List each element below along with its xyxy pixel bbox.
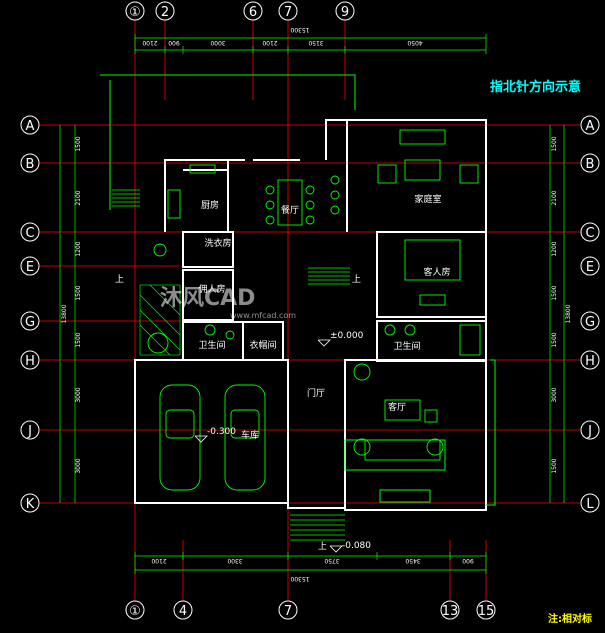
watermark-url: www.mfcad.com [230,311,296,320]
right-dim-6: 3000 [551,387,558,402]
dimension-lines [59,34,565,574]
axis-right-A: A [586,119,595,134]
right-dim-5: 1500 [551,332,558,347]
left-dim-6: 3000 [75,387,82,402]
bottom-dim-3: 3750 [324,557,339,564]
right-total-dim: 13800 [565,304,572,323]
axis-left-J: J [27,424,32,439]
stair-label-left: 上 [115,274,124,285]
axis-left-G: G [25,315,35,330]
room-garage: 车库 [241,429,259,441]
top-dim-1: 2100 [142,39,157,46]
level-entry: -0.080 [342,541,371,551]
axis-top-2: 2 [161,5,169,20]
room-maid: 佣人房 [198,283,225,295]
room-laundry: 洗衣房 [204,237,231,249]
stair-label-center: 上 [352,274,361,285]
level-garage: -0.300 [207,427,236,437]
left-dim-2: 2100 [75,190,82,205]
bottom-total-dim: 15300 [290,575,309,582]
dimension-text-group: 15300 2100 900 3000 2100 3150 4050 15300… [61,26,572,582]
left-dim-1: 1500 [75,136,82,151]
axis-right-H: H [585,354,595,369]
axis-top-4: 7 [284,5,292,20]
room-cloakroom: 衣帽间 [249,339,276,351]
axis-left-C: C [25,226,34,241]
top-dim-4: 2100 [262,39,277,46]
axis-bubbles [20,1,600,620]
room-living: 客厅 [388,401,406,413]
walls [134,119,487,511]
top-dim-5: 3150 [308,39,323,46]
axis-bottom-2: 4 [179,604,187,619]
axis-right-J: J [587,424,592,439]
right-dim-4: 1500 [551,285,558,300]
left-dim-7: 3000 [75,458,82,473]
car-right [224,384,266,491]
room-foyer: 门厅 [307,387,325,399]
left-total-dim: 13800 [61,304,68,323]
axis-left-A: A [26,119,35,134]
axis-grid [40,20,580,600]
bottom-dim-2: 3300 [227,557,242,564]
bottom-dim-4: 3450 [405,557,420,564]
axis-left-E: E [26,260,34,275]
room-bathroom-left: 卫生间 [198,339,225,351]
watermark-brand: 沐风CAD [160,286,255,311]
furniture [147,129,481,491]
axis-bottom-3: 7 [284,604,292,619]
axis-bottom-4: 13 [442,604,459,619]
stairs [112,189,350,541]
room-labels: 厨房 餐厅 家庭室 洗衣房 客人房 佣人房 卫生间 衣帽间 卫生间 门厅 客厅 … [115,193,451,552]
room-family: 家庭室 [414,193,441,205]
axis-bottom-5: 15 [478,604,495,619]
bottom-dim-5: 900 [462,557,474,564]
room-bathroom-right: 卫生间 [393,340,420,352]
axis-right-B: B [586,157,595,172]
right-dim-1: 1500 [551,136,558,151]
room-kitchen: 厨房 [201,199,219,211]
axis-left-H: H [25,354,35,369]
bottom-dim-1: 2100 [151,557,166,564]
level-main: ±0.000 [330,331,364,341]
room-dining: 餐厅 [281,204,299,216]
right-dim-3: 1200 [551,241,558,256]
axis-right-G: G [585,315,595,330]
level-markers [194,339,343,553]
car-left [159,384,201,491]
page-title: 指北针方向示意 [490,79,581,95]
room-guest: 客人房 [423,266,450,278]
axis-right-L: L [586,497,594,512]
axis-right-C: C [585,226,594,241]
top-dim-6: 4050 [407,39,422,46]
left-dim-4: 1500 [75,285,82,300]
footer-note: 注:相对标 [548,612,592,625]
left-dim-5: 1500 [75,332,82,347]
axis-right-E: E [586,260,594,275]
axis-bottom-1: ① [129,604,141,619]
axis-left-K: K [26,497,35,512]
axis-labels: ① 2 6 7 9 ① 4 7 13 15 A B C E G H J K A … [25,5,595,619]
top-dim-3: 3000 [210,39,225,46]
axis-top-3: 6 [249,5,257,20]
right-dim-7: 1500 [551,458,558,473]
dining-table [277,179,303,226]
top-total-dim: 15300 [290,26,309,33]
right-dim-2: 2100 [551,190,558,205]
axis-left-B: B [26,157,35,172]
stair-label-entry: 上 [318,541,327,552]
left-dim-3: 1200 [75,241,82,256]
top-dim-2: 900 [168,39,180,46]
axis-top-1: ① [129,5,141,20]
axis-top-5: 9 [341,5,349,20]
watermark: 沐风CAD www.mfcad.com [160,286,296,320]
